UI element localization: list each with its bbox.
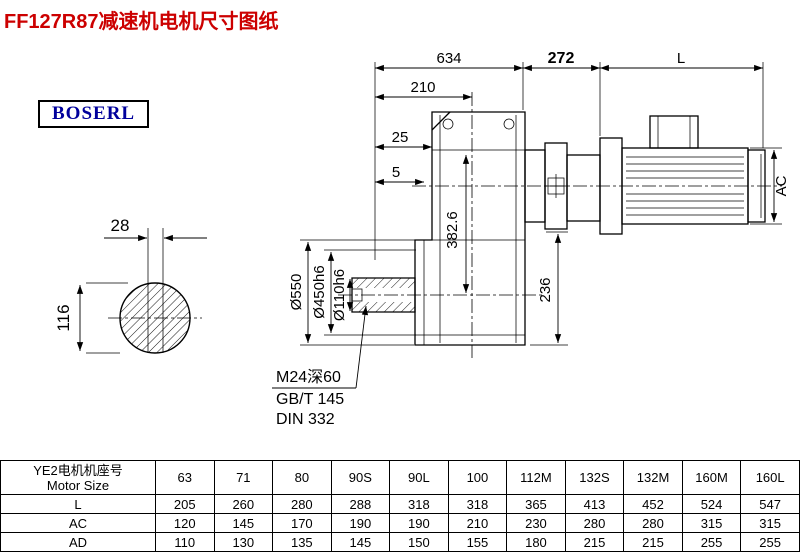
page-title: FF127R87减速机电机尺寸图纸	[4, 11, 279, 33]
note-din332: DIN 332	[276, 411, 335, 428]
brand-logo: BOSERL	[38, 100, 150, 128]
table-cell: 135	[272, 532, 332, 552]
dim-5-label: 5	[392, 164, 400, 181]
table-cell: 280	[272, 494, 332, 514]
table-cell: 170	[272, 513, 332, 533]
table-cell: 280	[564, 513, 625, 533]
dim-382-label: 382.6	[444, 211, 461, 249]
note-gbt145: GB/T 145	[276, 391, 344, 408]
note-m24: M24深60	[276, 368, 341, 386]
dim-116-label: 116	[54, 304, 73, 331]
table-cell: 413	[564, 494, 625, 514]
table-cell: 255	[740, 532, 800, 552]
table-cell: 365	[506, 494, 566, 514]
table-row-L: L 205 260 280 288 318 318 365 413 452 52…	[0, 494, 800, 514]
col-header: 100	[447, 460, 508, 495]
table-cell: 315	[740, 513, 800, 533]
row-label: L	[0, 494, 156, 514]
table-cell: 288	[330, 494, 391, 514]
table-row-AC: AC 120 145 170 190 190 210 230 280 280 3…	[0, 513, 800, 533]
col-header: 90S	[330, 460, 391, 495]
table-cell: 145	[330, 532, 391, 552]
table-row-AD: AD 110 130 135 145 150 155 180 215 215 2…	[0, 532, 800, 552]
table-cell: 452	[623, 494, 683, 514]
header-line1: YE2电机机座号	[33, 462, 123, 478]
col-header: 132M	[623, 460, 683, 495]
table-cell: 318	[389, 494, 449, 514]
table-cell: 524	[681, 494, 742, 514]
ac-dimension: AC	[750, 147, 790, 225]
col-header: 90L	[389, 460, 449, 495]
tapped-hole-note: M24深60 GB/T 145 DIN 332	[272, 305, 369, 428]
row-label: AC	[0, 513, 156, 533]
motor-size-header: YE2电机机座号 Motor Size	[0, 460, 156, 495]
dim-25-label: 25	[392, 129, 409, 146]
table-cell: 180	[506, 532, 566, 552]
dim-210-label: 210	[410, 79, 435, 96]
table-cell: 150	[389, 532, 449, 552]
dim-d550-label: Ø550	[288, 274, 305, 311]
table-cell: 130	[213, 532, 274, 552]
col-header: 80	[272, 460, 332, 495]
shaft-end-view: 28 116	[54, 216, 207, 354]
table-cell: 318	[447, 494, 508, 514]
row-label: AD	[0, 532, 156, 552]
diameter-dimensions: Ø550 Ø450h6 Ø110h6	[288, 239, 416, 346]
col-header: 132S	[564, 460, 625, 495]
table-cell: 190	[389, 513, 449, 533]
dim-L-label: L	[677, 50, 685, 67]
col-header: 71	[213, 460, 274, 495]
dim-634-label: 634	[436, 50, 461, 67]
table-cell: 155	[447, 532, 508, 552]
table-cell: 255	[681, 532, 742, 552]
table-cell: 205	[155, 494, 215, 514]
motor	[412, 115, 782, 235]
table-cell: 145	[213, 513, 274, 533]
table-cell: 280	[623, 513, 683, 533]
table-cell: 215	[623, 532, 683, 552]
col-header: 160L	[740, 460, 800, 495]
table-cell: 120	[155, 513, 215, 533]
table-header-row: YE2电机机座号 Motor Size 63 71 80 90S 90L 100…	[0, 460, 800, 495]
header-line2: Motor Size	[46, 477, 110, 493]
table-cell: 215	[564, 532, 625, 552]
output-shaft	[338, 277, 545, 313]
col-header: 160M	[681, 460, 742, 495]
dim-28-label: 28	[111, 216, 130, 235]
dim-d450-label: Ø450h6	[311, 265, 328, 318]
dim-AC-label: AC	[773, 175, 790, 196]
table-cell: 315	[681, 513, 742, 533]
table-cell: 110	[155, 532, 215, 552]
col-header: 112M	[506, 460, 566, 495]
dimension-drawing: 28 116	[54, 50, 790, 428]
col-header: 63	[155, 460, 215, 495]
table-cell: 230	[506, 513, 566, 533]
dim-236-label: 236	[537, 277, 554, 302]
dim-272-label: 272	[548, 50, 575, 67]
vertical-dimensions: 382.6 236	[444, 155, 568, 346]
motor-size-table: YE2电机机座号 Motor Size 63 71 80 90S 90L 100…	[0, 460, 800, 552]
dim-d110-label: Ø110h6	[331, 269, 348, 321]
gearbox-housing	[414, 92, 526, 358]
table-cell: 547	[740, 494, 800, 514]
top-dimensions: 634 272 L 210 25 5	[374, 50, 764, 260]
table-cell: 210	[447, 513, 508, 533]
table-cell: 190	[330, 513, 391, 533]
table-cell: 260	[213, 494, 274, 514]
